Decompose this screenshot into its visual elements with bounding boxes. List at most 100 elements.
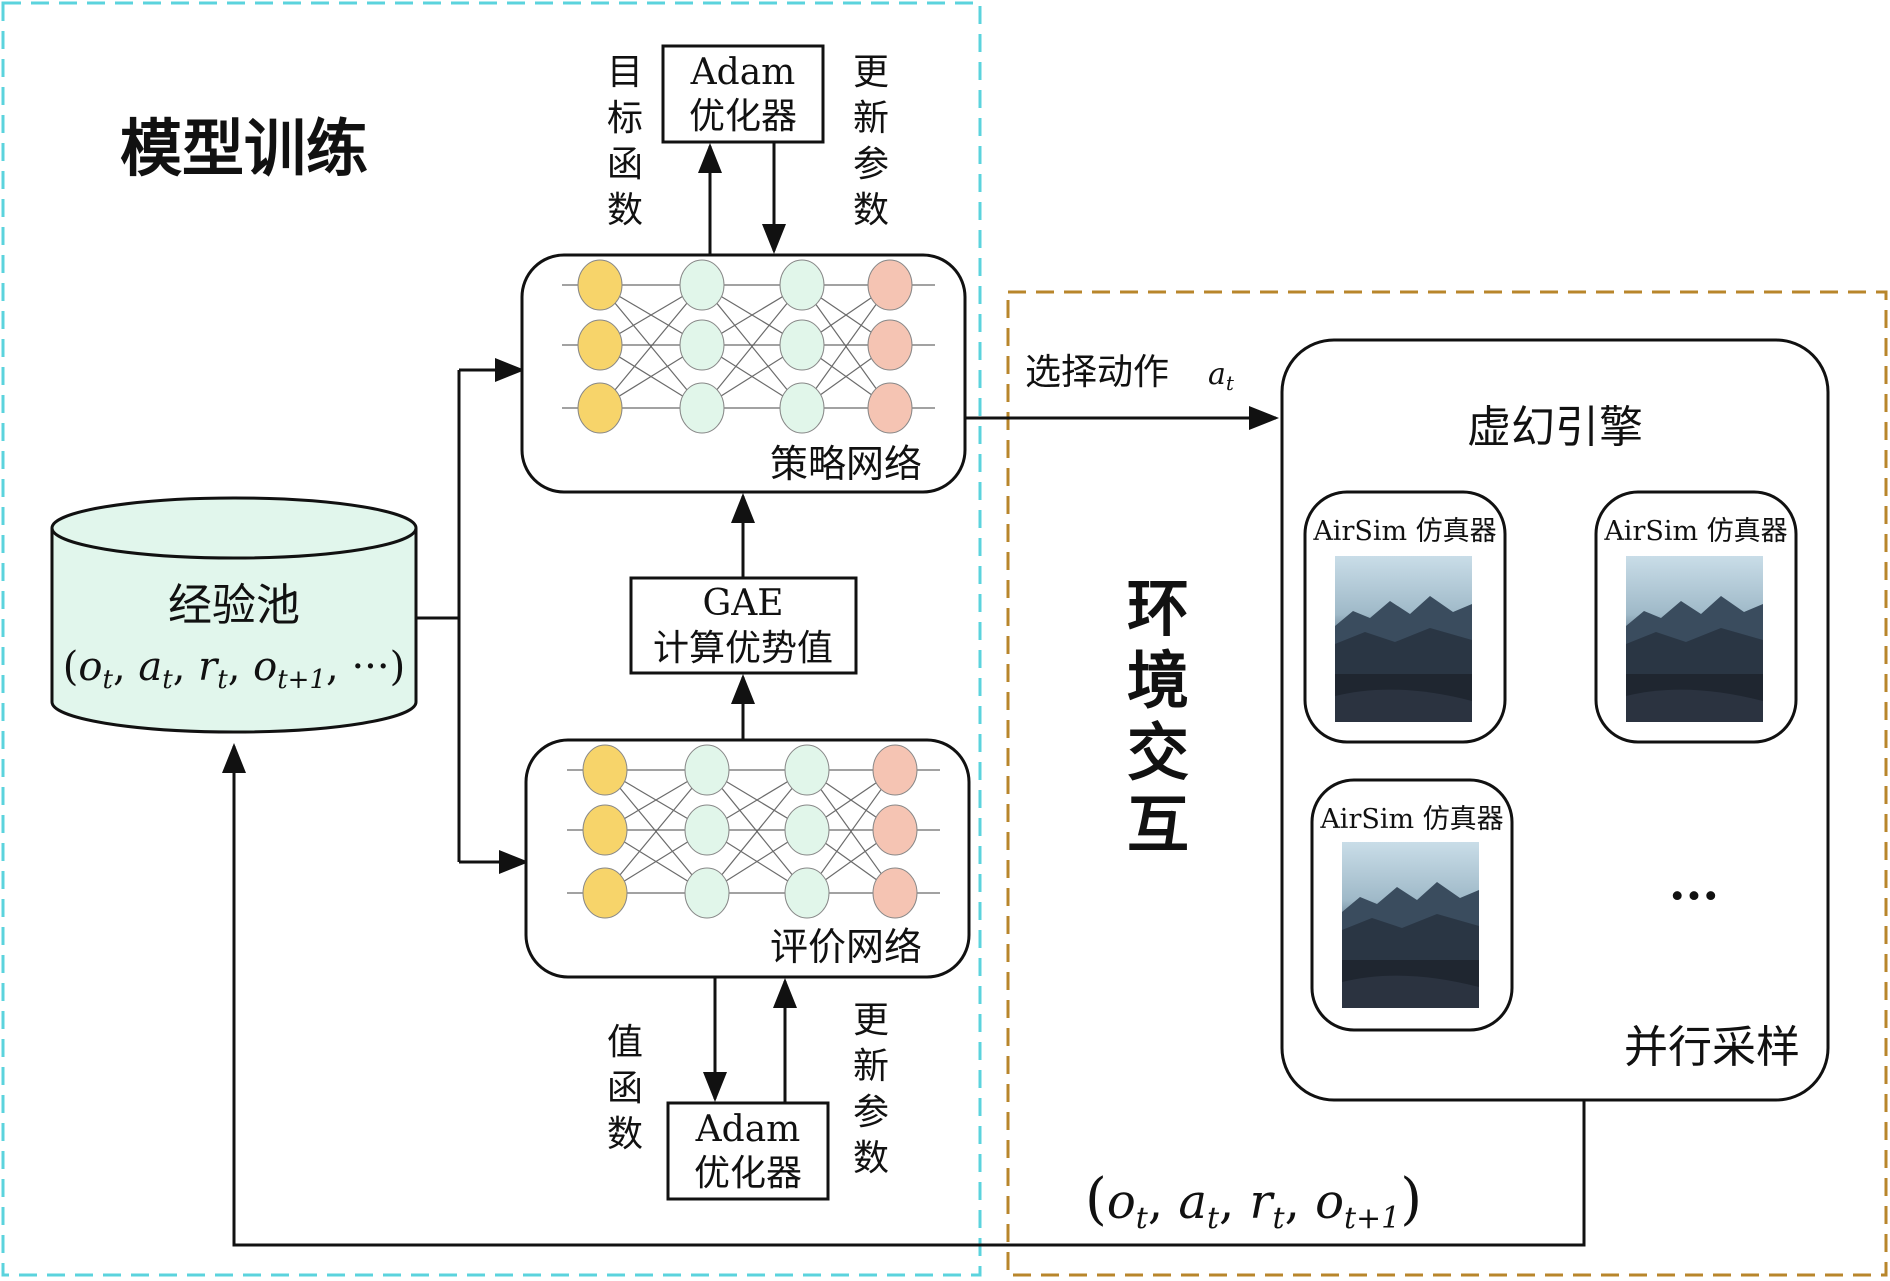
policy-optimizer-arrows [698, 142, 786, 255]
env-title-char-0: 环 [1127, 572, 1189, 645]
input-node [582, 867, 628, 919]
hidden-node [684, 867, 730, 919]
critic-network-nodes [567, 744, 940, 919]
gae-line2: 计算优势值 [653, 628, 833, 669]
scene-layer [1626, 628, 1763, 681]
policy-objective-char-2: 函 [607, 144, 643, 185]
feedback-loop [222, 743, 1586, 1247]
env-title-char-2: 交 [1127, 716, 1189, 789]
critic-optimizer-line2: 优化器 [694, 1153, 802, 1194]
policy-update-label: 更 新 参 数 [853, 52, 889, 231]
network-connection [706, 769, 808, 894]
critic-value-char-2: 数 [607, 1114, 643, 1155]
critic-network-label: 评价网络 [770, 925, 922, 969]
critic-update-label: 更 新 参 数 [853, 1000, 889, 1179]
critic-update-char-3: 数 [853, 1138, 889, 1179]
output-node [872, 804, 918, 856]
env-title-char-1: 境 [1127, 644, 1189, 717]
simulator-label: AirSim 仿真器 [1319, 804, 1503, 835]
hidden-node [779, 319, 825, 371]
hidden-node [679, 382, 725, 434]
simulator-scene-image [1626, 556, 1763, 722]
hidden-node [784, 867, 830, 919]
hidden-node [784, 744, 830, 796]
scene-layer [1335, 689, 1472, 722]
critic-update-char-0: 更 [853, 1000, 889, 1041]
policy-network-nodes [562, 259, 935, 434]
critic-update-char-1: 新 [853, 1046, 889, 1087]
network-connection [701, 284, 803, 409]
simulator-scene-image [1335, 556, 1472, 722]
policy-update-char-2: 参 [853, 144, 889, 185]
critic-value-char-1: 函 [607, 1068, 643, 1109]
simulator-card: AirSim 仿真器 [1594, 490, 1798, 744]
hidden-node [679, 259, 725, 311]
simulator-ellipsis: ··· [1669, 868, 1719, 924]
pool-title: 经验池 [168, 580, 300, 631]
hidden-node [679, 319, 725, 371]
critic-network: 评价网络 [524, 738, 971, 979]
policy-optimizer-line1: Adam [690, 52, 796, 93]
policy-objective-char-3: 数 [607, 190, 643, 231]
network-connection [801, 284, 891, 409]
simulator-card: AirSim 仿真器 [1303, 490, 1507, 744]
simulator-card: AirSim 仿真器 [1310, 778, 1514, 1032]
environment-title: 环 境 交 互 [1127, 572, 1189, 861]
gae-box: GAE 计算优势值 [629, 576, 858, 675]
training-region [1, 1, 982, 1277]
action-label-text: 选择动作 [1025, 352, 1169, 393]
experience-pool: 经验池 (ot, at, rt, ot+1, ···) [50, 496, 418, 734]
output-node [872, 867, 918, 919]
policy-update-char-3: 数 [853, 190, 889, 231]
hidden-node [684, 744, 730, 796]
scene-layer [1342, 914, 1479, 967]
environment-region [1006, 290, 1888, 1277]
network-connection [599, 284, 703, 409]
feedback-tuple: (ot, at, rt, ot+1) [1085, 1167, 1422, 1236]
action-label: 选择动作 at [1025, 352, 1235, 395]
scene-layer [1626, 689, 1763, 722]
hidden-node [779, 382, 825, 434]
input-node [582, 744, 628, 796]
action-symbol: at [1208, 357, 1235, 395]
parallel-sampling-label: 并行采样 [1624, 1022, 1800, 1073]
network-connection [604, 769, 708, 894]
policy-objective-label: 目 标 函 数 [607, 52, 643, 231]
hidden-node [684, 804, 730, 856]
simulator-label: AirSim 仿真器 [1603, 516, 1787, 547]
input-node [577, 319, 623, 371]
policy-network: 策略网络 [520, 253, 967, 494]
policy-network-label: 策略网络 [770, 442, 922, 486]
training-title: 模型训练 [120, 112, 368, 185]
policy-objective-char-1: 标 [607, 98, 643, 139]
scene-layer [1335, 628, 1472, 681]
policy-objective-char-0: 目 [607, 52, 643, 93]
output-node [867, 382, 913, 434]
hidden-node [784, 804, 830, 856]
unreal-engine-box: 虚幻引擎 AirSim 仿真器 AirSim 仿真器 AirSim 仿真器 ··… [1280, 338, 1830, 1102]
pool-connectors [416, 358, 529, 874]
critic-update-char-2: 参 [853, 1092, 889, 1133]
network-connection [806, 769, 896, 894]
input-node [577, 259, 623, 311]
output-node [867, 259, 913, 311]
critic-optimizer-arrows [703, 977, 797, 1103]
policy-update-char-0: 更 [853, 52, 889, 93]
hidden-node [779, 259, 825, 311]
env-title-char-3: 互 [1127, 788, 1189, 861]
pool-tuple: (ot, at, rt, ot+1, ···) [63, 644, 405, 695]
policy-optimizer-line2: 优化器 [689, 96, 797, 137]
critic-value-char-0: 值 [607, 1022, 643, 1063]
simulator-scene-image [1342, 842, 1479, 1008]
policy-optimizer: Adam 优化器 [661, 44, 825, 144]
output-node [872, 744, 918, 796]
simulator-label: AirSim 仿真器 [1312, 516, 1496, 547]
unreal-engine-title: 虚幻引擎 [1467, 402, 1643, 453]
critic-value-label: 值 函 数 [607, 1022, 643, 1155]
output-node [867, 319, 913, 371]
critic-optimizer-line1: Adam [695, 1109, 801, 1150]
input-node [582, 804, 628, 856]
policy-update-char-1: 新 [853, 98, 889, 139]
input-node [577, 382, 623, 434]
